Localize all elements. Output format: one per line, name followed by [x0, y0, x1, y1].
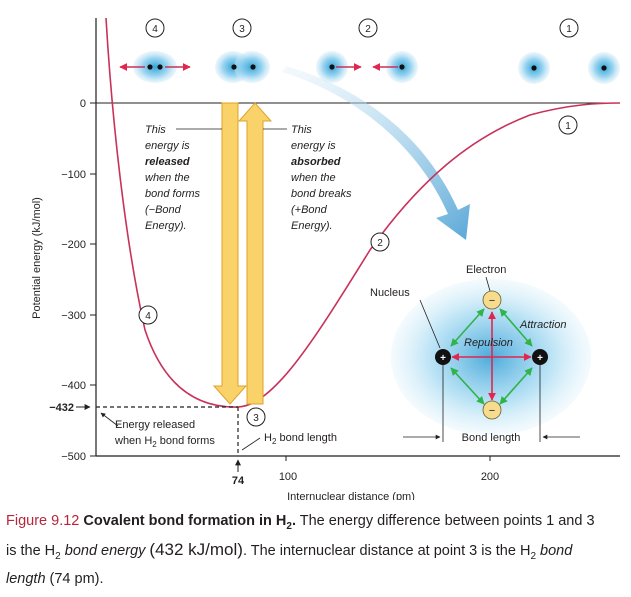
curve-point-4-number: 4: [145, 311, 151, 322]
x-tick-marks: [285, 456, 491, 461]
swoosh-arrow: [282, 66, 470, 240]
bond-length-pointer: [241, 437, 261, 451]
stage-4-number: 4: [152, 24, 158, 35]
svg-text:energy is: energy is: [145, 140, 190, 152]
stage-3-atoms: [215, 51, 270, 83]
stage-2-number: 2: [365, 24, 371, 35]
svg-text:absorbed: absorbed: [291, 156, 341, 168]
svg-text:+: +: [440, 353, 446, 364]
nucleus-label: Nucleus: [370, 287, 410, 299]
bond-energy-diagram: 0 −100 −200 −300 −400 −500 −432 100 200 …: [31, 17, 621, 500]
absorbed-annotation: This energy is absorbed when the bond br…: [263, 124, 352, 232]
caption-number: Figure 9.12: [6, 513, 80, 529]
energy-released-label: Energy released when H2 bond forms: [114, 419, 215, 449]
energy-released-pointer: [100, 412, 119, 427]
y-tick-label: −400: [61, 380, 86, 392]
stage-1-atoms: [518, 52, 620, 84]
absorbed-arrow: [237, 102, 273, 405]
caption-line1: The energy difference between points 1 a…: [295, 513, 595, 529]
released-annotation: This energy is released when the bond fo…: [145, 124, 222, 232]
y-axis-label: Potential energy (kJ/mol): [31, 197, 43, 319]
stage-2-badge: [358, 18, 378, 38]
electron-label: Electron: [466, 264, 506, 276]
curve-point-3-badge: [246, 407, 266, 427]
electron-bottom: [482, 400, 502, 420]
x-marker-label: 74: [232, 475, 245, 487]
attraction-label: Attraction: [519, 319, 566, 331]
nucleus-right: [532, 349, 548, 365]
svg-text:when the: when the: [145, 172, 190, 184]
y-tick-label: −500: [61, 451, 86, 463]
nucleus-left: [435, 349, 451, 365]
stage-2-atoms: [316, 51, 418, 83]
x-axis-label: Internuclear distance (pm): [287, 491, 415, 500]
h2-molecule-inset: − − + + Electron Nucleus Attraction Repu…: [370, 264, 591, 444]
svg-text:released: released: [145, 156, 190, 168]
svg-text:bond breaks: bond breaks: [291, 188, 352, 200]
svg-text:Energy released: Energy released: [115, 419, 195, 431]
stage-1-number: 1: [566, 24, 572, 35]
x-tick-label: 100: [279, 471, 297, 483]
released-arrow: [212, 102, 248, 405]
svg-text:−: −: [489, 405, 495, 417]
bond-length-label: H2 bond length: [264, 432, 337, 446]
stage-4-badge: [145, 18, 165, 38]
svg-text:Energy).: Energy).: [291, 220, 333, 232]
svg-text:(−Bond: (−Bond: [145, 204, 182, 216]
inset-bond-length-label: Bond length: [462, 432, 521, 444]
curve-point-4-badge: [138, 305, 158, 325]
svg-text:bond forms: bond forms: [145, 188, 201, 200]
y-tick-label: 0: [80, 98, 86, 110]
y-tick-label: −300: [61, 310, 86, 322]
figure-caption: Figure 9.12 Covalent bond formation in H…: [6, 510, 626, 591]
svg-text:when H2 bond forms: when H2 bond forms: [114, 435, 215, 449]
y-tick-label: −200: [61, 239, 86, 251]
repulsion-label: Repulsion: [464, 337, 513, 349]
caption-title: Covalent bond formation in H2.: [83, 513, 296, 532]
curve-point-1-number: 1: [565, 121, 571, 132]
svg-text:Energy).: Energy).: [145, 220, 187, 232]
svg-text:This: This: [291, 124, 312, 136]
svg-text:(+Bond: (+Bond: [291, 204, 328, 216]
caption-line3: length (74 pm).: [6, 570, 104, 587]
svg-text:This: This: [145, 124, 166, 136]
stage-1-badge: [559, 18, 579, 38]
stage-3-badge: [232, 18, 252, 38]
curve-point-1-badge: [558, 115, 578, 135]
stage-3-number: 3: [239, 24, 245, 35]
svg-text:+: +: [537, 353, 543, 364]
y-tick-label: −100: [61, 169, 86, 181]
y-marker-label: −432: [49, 402, 74, 414]
x-tick-label: 200: [481, 471, 499, 483]
curve-point-2-number: 2: [377, 238, 383, 249]
potential-energy-curve: [105, 17, 621, 408]
stage-4-atoms: [119, 51, 191, 83]
svg-text:when the: when the: [291, 172, 336, 184]
svg-text:−: −: [489, 295, 495, 307]
y-tick-marks: [90, 102, 96, 457]
electron-top: [482, 290, 502, 310]
caption-line2: is the H2 bond energy (432 kJ/mol). The …: [6, 539, 573, 562]
curve-point-2-badge: [370, 232, 390, 252]
svg-text:energy is: energy is: [291, 140, 336, 152]
curve-point-3-number: 3: [253, 413, 259, 424]
